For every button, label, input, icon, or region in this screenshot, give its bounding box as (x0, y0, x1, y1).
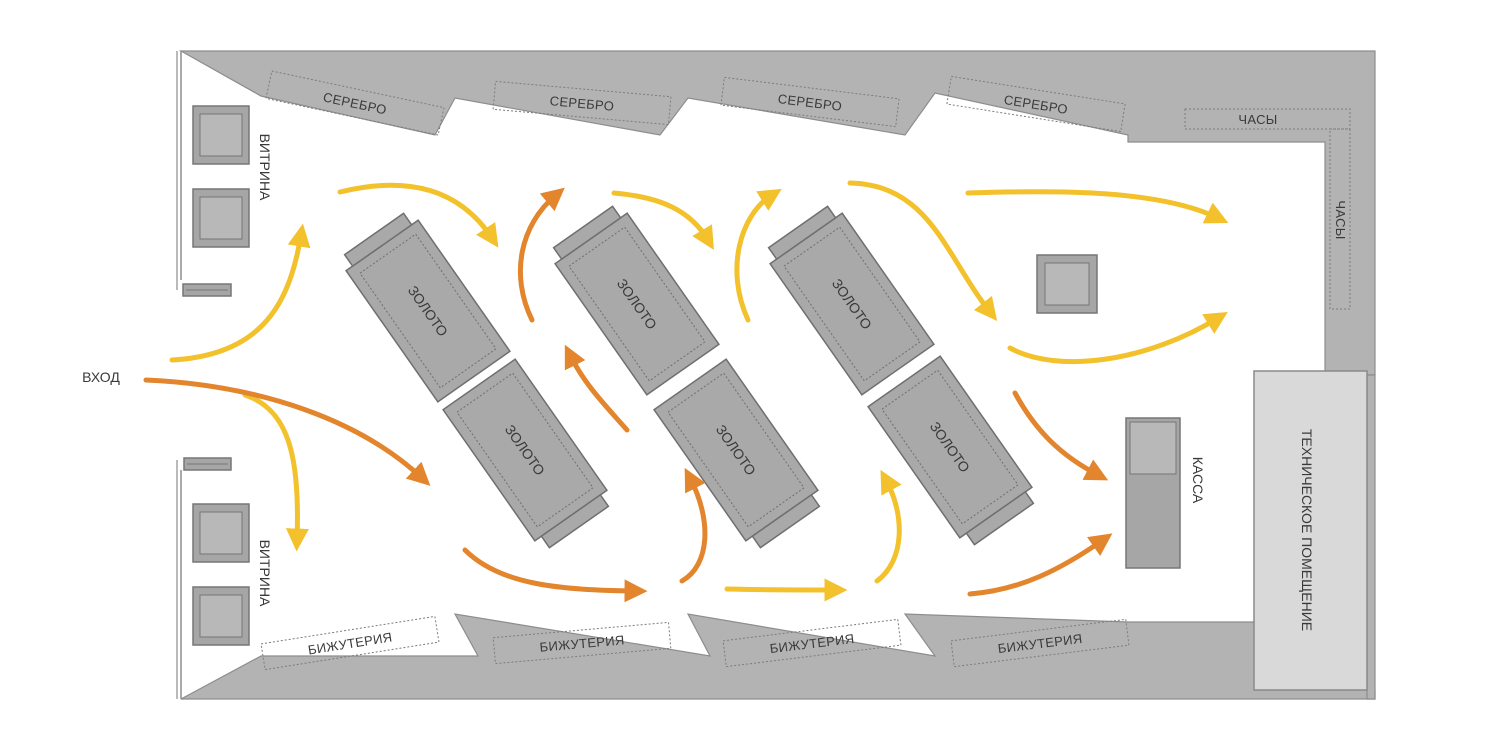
rack-label: СЕРЕБРО (549, 93, 615, 114)
entrance-label: ВХОД (82, 369, 120, 385)
cash-desk-label: КАССА (1190, 457, 1206, 504)
technical-room-label: ТЕХНИЧЕСКОЕ ПОМЕЩЕНИЕ (1299, 429, 1315, 631)
gold-counter-1: ЗОЛОТО (343, 212, 511, 403)
right-wall (1366, 374, 1376, 700)
gold-counter-2: ЗОЛОТО (442, 358, 610, 549)
customer-flow-yellow (169, 180, 1229, 602)
vitrina-label: ВИТРИНА (257, 134, 273, 201)
gold-counter-4: ЗОЛОТО (653, 358, 821, 549)
vitrina-bottom: ВИТРИНА (183, 457, 273, 646)
island-showcase (1036, 254, 1098, 314)
rack-label: ЧАСЫ (1333, 200, 1348, 239)
gold-counter-3: ЗОЛОТО (552, 205, 720, 396)
rack-label: ЧАСЫ (1238, 112, 1277, 127)
vitrina-top: ВИТРИНА (182, 105, 273, 297)
rack-chasy-side: ЧАСЫ (1329, 128, 1351, 310)
gold-counter-6: ЗОЛОТО (867, 355, 1035, 546)
rack-label: БИЖУТЕРИЯ (539, 632, 625, 654)
rack-label: БИЖУТЕРИЯ (307, 629, 393, 657)
vitrina-label: ВИТРИНА (257, 540, 273, 607)
rack-chasy-top: ЧАСЫ (1184, 108, 1351, 130)
technical-room: ТЕХНИЧЕСКОЕ ПОМЕЩЕНИЕ (1253, 370, 1368, 691)
bottom-wall (180, 613, 1376, 700)
customer-flow-orange (143, 187, 1113, 603)
cash-desk: КАССА (1125, 417, 1206, 569)
gold-counter-5: ЗОЛОТО (767, 205, 935, 396)
